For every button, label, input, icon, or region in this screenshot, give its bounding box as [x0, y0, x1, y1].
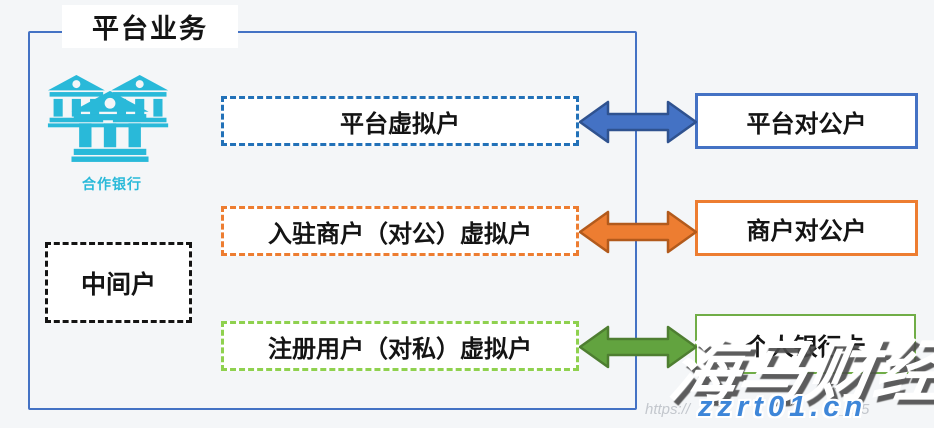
double-arrow-shape — [579, 100, 697, 144]
watermark-url-fragment: https:// — [645, 401, 691, 418]
double-arrow-merchant — [579, 210, 697, 254]
watermark-url-fragment: _425 — [836, 401, 870, 418]
watermark-site: zzrt01.cn — [698, 391, 868, 423]
partner-bank: 合作银行 — [46, 72, 178, 194]
container-title: 平台业务 — [62, 5, 238, 48]
double-arrow-user — [579, 325, 697, 369]
virtual-account-merchant: 入驻商户（对公）虚拟户 — [221, 206, 579, 256]
double-arrow-platform — [579, 100, 697, 144]
bank-label: 合作银行 — [82, 176, 142, 192]
double-arrow-shape — [579, 210, 697, 254]
external-account-merchant: 商户对公户 — [695, 200, 918, 256]
external-account-platform: 平台对公户 — [695, 93, 918, 149]
external-account-personal: 个人银行卡 — [695, 314, 916, 374]
platform-business-container — [28, 31, 637, 410]
virtual-account-user: 注册用户（对私）虚拟户 — [221, 321, 579, 371]
middle-account-box: 中间户 — [45, 242, 192, 323]
bank-icon — [47, 74, 169, 162]
double-arrow-shape — [579, 325, 697, 369]
virtual-account-platform: 平台虚拟户 — [221, 96, 579, 146]
